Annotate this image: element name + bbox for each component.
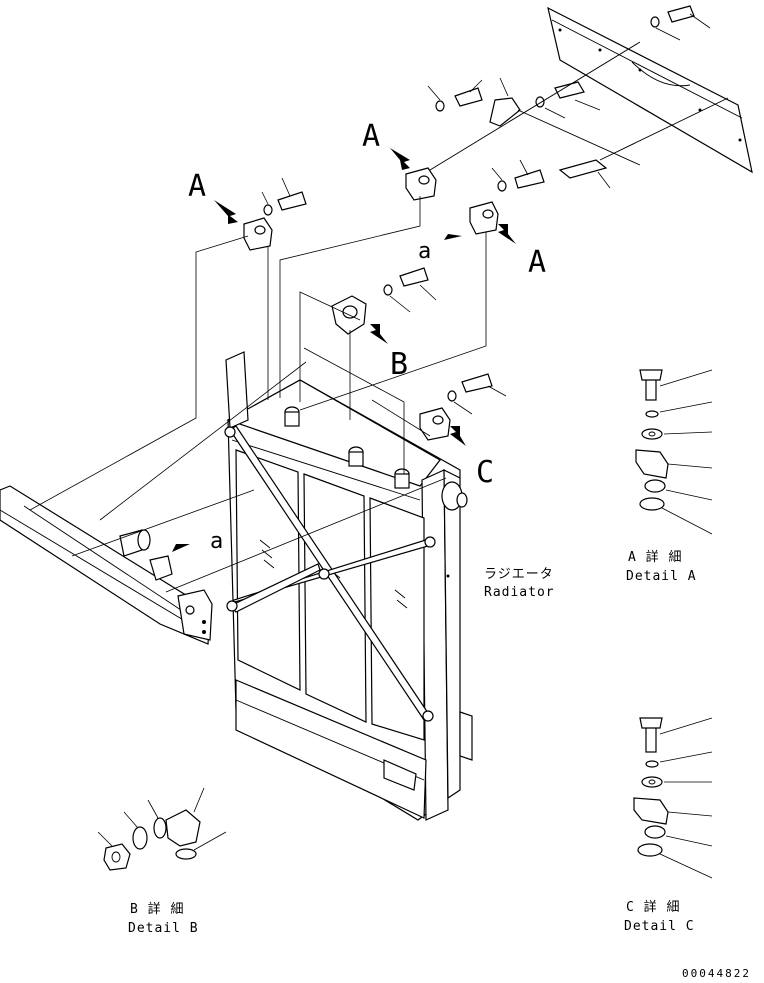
mount-bracket-c xyxy=(419,407,451,441)
detail-b-parts xyxy=(97,787,227,871)
top-stay-bracket xyxy=(429,41,729,171)
mount-bracket-top-center xyxy=(405,167,437,201)
bolt-set-top-center xyxy=(427,79,483,112)
radiator-body xyxy=(224,351,473,821)
bolt-set-c xyxy=(447,373,507,415)
callout-a-left: A xyxy=(188,169,206,204)
detail-c-label-jp: C 詳 細 xyxy=(626,899,680,915)
callout-a-small-left: a xyxy=(210,529,223,554)
bolt-set-top-left xyxy=(261,177,307,216)
detail-c-parts xyxy=(633,717,713,879)
radiator-label-en: Radiator xyxy=(484,585,555,600)
detail-a-parts xyxy=(635,369,713,535)
detail-a-label-en: Detail A xyxy=(626,569,697,584)
callout-b: B xyxy=(390,347,408,382)
callout-a-small-top: a xyxy=(418,239,431,264)
bent-rod xyxy=(558,159,611,189)
callout-arrows xyxy=(172,148,516,552)
mount-bracket-top-right xyxy=(469,201,499,235)
callout-a-right: A xyxy=(528,245,546,280)
detail-b-label-jp: B 詳 細 xyxy=(130,901,184,917)
callout-a-top: A xyxy=(362,119,380,154)
chassis-frame xyxy=(0,485,213,645)
callout-c: C xyxy=(476,455,494,490)
connection-lines xyxy=(29,196,487,593)
detail-c-label-en: Detail C xyxy=(624,919,695,934)
detail-b-label-en: Detail B xyxy=(128,921,199,936)
radiator-label-jp: ラジエータ xyxy=(484,567,554,582)
plate-bolt xyxy=(650,5,711,41)
drawing-number: 00044822 xyxy=(682,967,751,980)
bolt-set-b xyxy=(383,267,437,313)
detail-a-label-jp: A 詳 細 xyxy=(628,549,682,565)
mount-bracket-top-left xyxy=(243,217,273,251)
bolt-set-top-right xyxy=(491,159,545,192)
top-mounting-plate xyxy=(547,6,753,174)
